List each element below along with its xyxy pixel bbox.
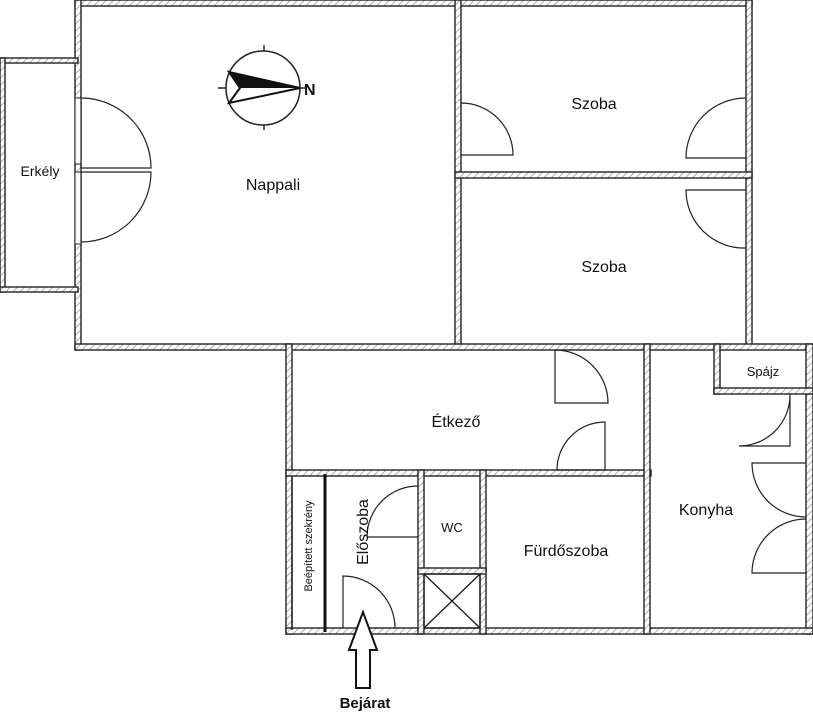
door-szoba-top-right — [685, 97, 747, 159]
wall-erkely-bottom — [0, 286, 79, 293]
room-label-etkezo: Étkező — [432, 412, 481, 431]
wall-spajz-left — [713, 343, 721, 395]
door-etkezo-upper — [554, 349, 609, 404]
wall-upper-bottom — [74, 343, 813, 351]
door-szoba-bottom-right — [685, 189, 747, 249]
door-balcony-lower — [80, 171, 152, 243]
entrance-arrow-icon — [347, 609, 379, 689]
door-spajz — [738, 393, 791, 447]
wall-wc-right — [479, 469, 487, 635]
wall-erkely-top — [0, 57, 79, 64]
doors — [80, 97, 807, 629]
wall-lower-left — [285, 343, 293, 635]
door-konyha-lower — [751, 518, 807, 574]
wall-lower-bottom — [285, 627, 813, 635]
door-etkezo-lower — [556, 421, 606, 471]
entrance-label: Bejárat — [340, 695, 391, 712]
room-label-szoba-top: Szoba — [571, 96, 616, 113]
room-label-szoba-bottom: Szoba — [581, 259, 626, 276]
wall-wc-left — [417, 469, 425, 635]
wall-top — [74, 0, 753, 7]
wall-szoba-szoba — [454, 171, 753, 179]
door-entrance — [342, 575, 396, 629]
wall-spajz-bottom — [713, 387, 813, 395]
wall-wc-bottom — [417, 567, 487, 575]
door-eloszoba-right — [366, 485, 419, 538]
shaft-box — [423, 573, 481, 629]
wall-etkezo-bottom — [285, 469, 652, 477]
walls — [0, 0, 813, 635]
room-label-nappali: Nappali — [246, 177, 300, 194]
door-balcony-upper — [80, 97, 152, 169]
room-label-erkely: Erkély — [21, 163, 60, 179]
door-konyha-upper — [751, 462, 807, 518]
room-label-wc: WC — [441, 520, 463, 535]
wardrobe-label: Beépített szekrény — [303, 500, 315, 592]
compass-label: N — [304, 82, 316, 99]
wall-konyha-left — [643, 343, 651, 635]
wall-erkely-left — [0, 57, 6, 293]
compass-icon: N — [218, 45, 316, 130]
room-label-spajz: Spájz — [747, 364, 780, 379]
room-label-eloszoba: Előszoba — [355, 499, 372, 565]
room-label-konyha: Konyha — [679, 502, 733, 519]
room-label-furdoszoba: Fürdőszoba — [524, 543, 609, 560]
door-szoba-top-left — [460, 102, 514, 156]
